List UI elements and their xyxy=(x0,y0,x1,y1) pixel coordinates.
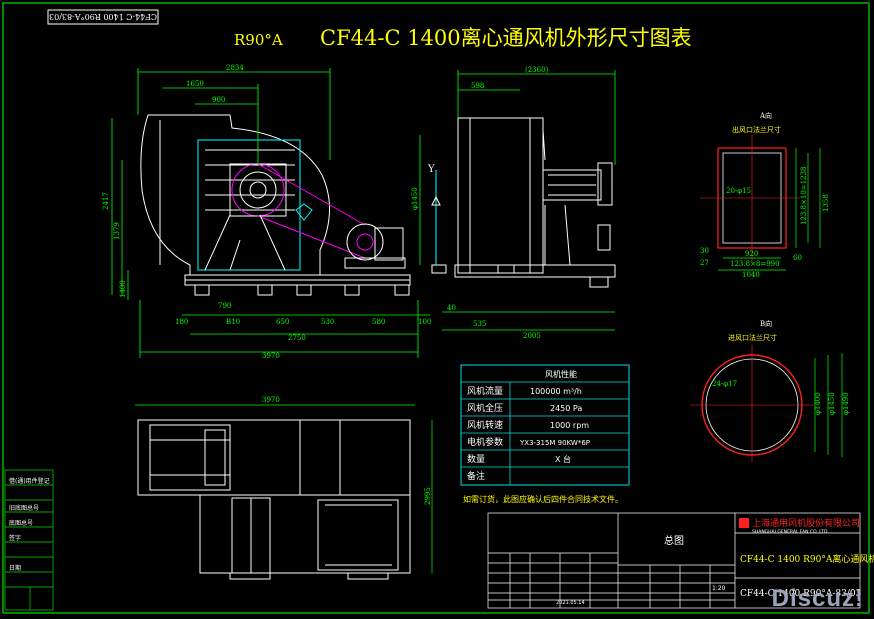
dim-front-left-1: 2417 xyxy=(102,192,110,210)
perf-row-value: X 台 xyxy=(555,454,571,464)
company-logo xyxy=(739,518,749,528)
perf-row-value: 1000 rpm xyxy=(550,421,589,430)
front-dimensions xyxy=(111,68,430,358)
dim-front-bottom-2: B10 xyxy=(226,318,240,326)
dim-front-total-1: 2750 xyxy=(288,334,306,342)
perf-row-label: 数量 xyxy=(467,453,485,465)
stamp-box xyxy=(47,9,159,25)
axis-y-marker: Y xyxy=(427,164,435,175)
dim-plan-top: 3970 xyxy=(262,396,280,404)
drawing-number: CF44-C 1400 R90°A-83/03 xyxy=(740,589,862,599)
dim-front-top-1: 1650 xyxy=(186,80,204,88)
outlet-dim-5: 1358 xyxy=(822,194,830,212)
dim-front-left-2: 1379 xyxy=(113,222,121,240)
side-dimensions xyxy=(419,70,616,331)
dim-front-left-3: 1400 xyxy=(119,280,127,298)
title-block xyxy=(487,512,861,609)
dim-front-bottom-1: 790 xyxy=(218,302,231,310)
inlet-dim-2: φ1450 xyxy=(828,392,836,415)
dim-side-top: (2360) xyxy=(525,66,549,74)
outlet-title: A向 xyxy=(759,111,772,120)
rotated-stamp: CF44-C 1400 R90°A-83/03 xyxy=(49,12,157,21)
perf-row-value: 100000 m³/h xyxy=(530,387,582,396)
variant-label: R90°A xyxy=(234,31,283,49)
dim-side-bottom-3: 2005 xyxy=(523,332,541,340)
perf-row-label: 风机全压 xyxy=(467,402,503,414)
dim-front-bottom-6: 180 xyxy=(175,318,188,326)
forum-watermark: Discuz! xyxy=(771,585,864,612)
perf-row-label: 备注 xyxy=(467,470,485,482)
left-block-label: 旧底图总号 xyxy=(9,504,39,512)
front-dim-labels: 2834 1650 900 2417 1379 1400 790 B10 650… xyxy=(102,64,431,360)
dim-front-bottom-7: 100 xyxy=(418,318,431,326)
outlet-dim-3: 123.8×8=990 xyxy=(730,260,780,268)
perf-row-value: 2450 Pa xyxy=(550,404,582,413)
left-block-label: 底图总号 xyxy=(9,519,33,527)
dim-plan-right: 2995 xyxy=(424,487,432,505)
outlet-dim-4: 123.8×10=1238 xyxy=(800,167,808,226)
perf-row-label: 电机参数 xyxy=(467,436,503,448)
perf-table-title: 风机性能 xyxy=(545,369,577,379)
outlet-flange: A向 出风口法兰尺寸 20-φ15 1040 920 123.8×8=990 1… xyxy=(700,111,830,279)
inlet-flange: B向 进风口法兰尺寸 24-φ17 φ1400 φ1450 φ1490 xyxy=(690,319,850,462)
dim-front-top-total: 2834 xyxy=(226,64,244,72)
outlet-dim-1: 1040 xyxy=(742,271,760,279)
company-name-en: SHANGHAI GENERAL FAN CO.,LTD. xyxy=(752,529,829,535)
outlet-dim-7: 27 xyxy=(700,259,709,267)
performance-table: 风机性能 风机流量 100000 m³/h 风机全压 2450 Pa 风机转速 … xyxy=(460,364,630,486)
left-signoff-block xyxy=(4,469,54,611)
inlet-title: B向 xyxy=(760,319,772,328)
perf-row-label: 风机转速 xyxy=(467,419,503,431)
dim-front-top-2: 900 xyxy=(212,96,225,104)
date: 2021.05.14 xyxy=(556,600,585,606)
dim-side-top-left: 598 xyxy=(471,82,484,90)
outlet-dim-8: 60 xyxy=(793,254,802,262)
inlet-dim-3: φ1490 xyxy=(842,392,850,415)
front-view xyxy=(140,114,411,296)
perf-row-value: YX3-315M 90KW*6P xyxy=(519,439,590,447)
drawing-title: CF44-C 1400离心通风机外形尺寸图表 xyxy=(320,26,692,50)
left-block-label: 签字 xyxy=(9,534,21,542)
scale: 1:20 xyxy=(712,585,726,592)
inlet-dim-1: φ1400 xyxy=(814,392,822,415)
inlet-holes: 24-φ17 xyxy=(712,380,737,388)
left-block-label: 借(通)用件登记 xyxy=(9,477,50,485)
title-block-name: 总图 xyxy=(664,534,684,547)
dim-front-total-2: 3970 xyxy=(262,352,280,360)
side-view xyxy=(431,117,616,288)
plan-view xyxy=(135,404,433,580)
model-name: CF44-C 1400 R90°A离心通风机 xyxy=(740,553,874,565)
outlet-holes: 20-φ15 xyxy=(726,187,751,195)
dim-front-bottom-3: 650 xyxy=(276,318,289,326)
dim-front-bottom-5: 580 xyxy=(372,318,385,326)
dim-side-bottom-2: 535 xyxy=(473,320,486,328)
side-dim-labels: (2360) 598 φ1450 40 535 2005 xyxy=(411,66,549,340)
outlet-subtitle: 出风口法兰尺寸 xyxy=(732,125,781,134)
order-note: 如需订货，此图应确认后四件合同技术文件。 xyxy=(463,494,623,504)
left-block-label: 日期 xyxy=(9,564,21,572)
inlet-subtitle: 进风口法兰尺寸 xyxy=(728,333,777,342)
company-name: 上海通用风机股份有限公司 xyxy=(752,517,860,529)
dim-side-bottom-1: 40 xyxy=(447,304,456,312)
dim-side-height: φ1450 xyxy=(411,187,419,210)
dim-front-bottom-4: 530 xyxy=(321,318,334,326)
outlet-dim-6: 30 xyxy=(700,247,709,255)
outlet-dim-2: 920 xyxy=(745,250,758,258)
perf-row-label: 风机流量 xyxy=(467,385,503,397)
